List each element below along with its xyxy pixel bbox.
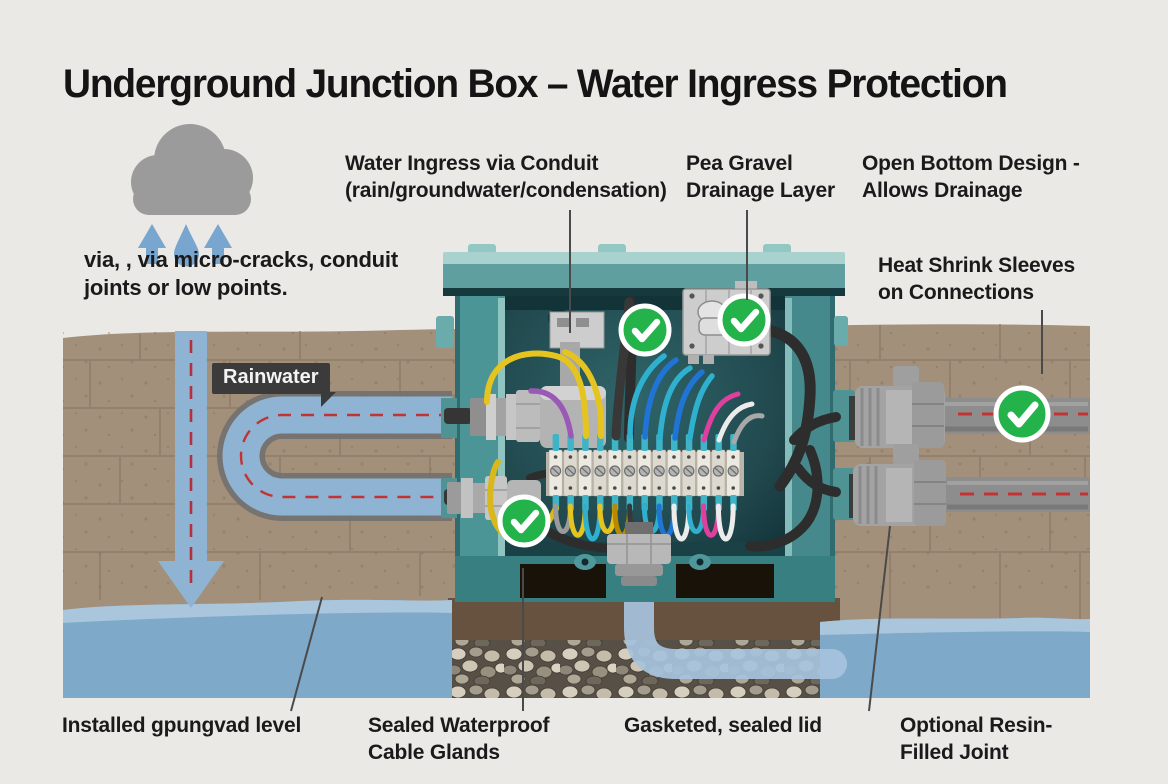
water-table — [63, 599, 1090, 698]
label-open-bottom: Open Bottom Design - Allows Drainage — [862, 152, 1080, 203]
label-gasketed-lid: Gasketed, sealed lid — [624, 714, 822, 737]
arrow-up-icon — [204, 224, 232, 264]
drip-loop-pipe — [217, 391, 452, 521]
label-heat-shrink: Heat Shrink Sleeves on Connections — [878, 254, 1075, 305]
raindrop-icon — [174, 224, 199, 267]
rainwater-tag: Rainwater — [212, 363, 336, 407]
label-resin-joint: Optional Resin-Filled Joint — [900, 714, 1053, 765]
leader-resin-joint — [868, 525, 891, 712]
bottom-drain-gland — [607, 522, 671, 586]
cloud-icon — [131, 124, 253, 215]
label-water-ingress: Water Ingress via Conduit (rain/groundwa… — [345, 152, 667, 203]
label-ground-level: Installed gpungvad level — [62, 714, 302, 737]
box-components — [444, 281, 841, 586]
label-cable-glands: Sealed Waterproof Cable Glands — [368, 714, 550, 765]
rainwater-tag-tail — [320, 392, 336, 407]
rainwater-tag-text: Rainwater — [223, 366, 319, 388]
leader-lines — [290, 210, 1043, 712]
rain-infiltration-arrow — [158, 331, 224, 608]
check-badges — [497, 293, 1051, 548]
label-ingress-note: via, , via micro-cracks, conduit joints … — [84, 247, 398, 301]
label-pea-gravel: Pea Gravel Drainage Layer — [686, 152, 835, 203]
checkmark-badge — [717, 293, 771, 347]
leader-ground-level — [290, 596, 323, 712]
checkmark-badge — [993, 385, 1051, 443]
arrow-up-icon — [138, 224, 166, 264]
rain-icons — [138, 224, 232, 267]
gasketed-lid-flange — [443, 244, 845, 296]
diagram-title: Underground Junction Box – Water Ingress… — [63, 62, 1008, 106]
conduit-lower — [849, 444, 1090, 526]
cable-gland-left-upper — [470, 311, 606, 448]
checkmark-badge — [497, 494, 551, 548]
terminal-strip — [548, 434, 741, 511]
checkmark-badge — [618, 303, 672, 357]
drain-water-path — [624, 567, 847, 679]
